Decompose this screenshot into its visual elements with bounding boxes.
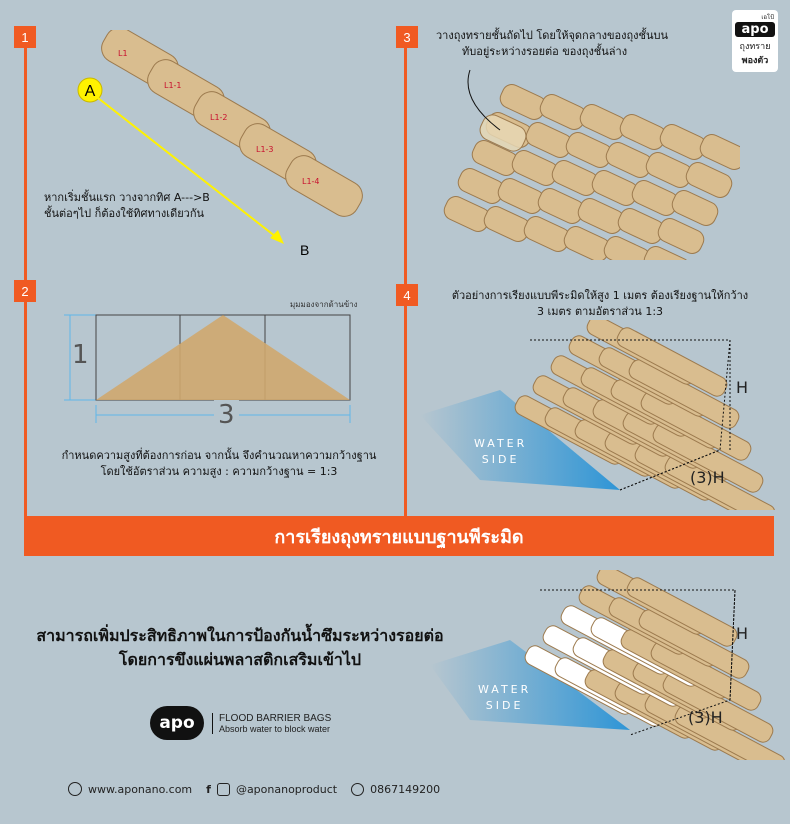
step-3-caption-line-2: ทับอยู่ระหว่างรอยต่อ ของถุงชั้นล่าง: [462, 45, 628, 58]
phone-number[interactable]: 0867149200: [370, 782, 441, 796]
step-2-caption-line-2: โดยใช้อัตราส่วน ความสูง : ความกว้างฐาน =…: [100, 465, 338, 478]
frame-line-middle: [404, 36, 407, 516]
point-b-label: B: [300, 242, 309, 258]
width-ratio-label: 3: [214, 400, 239, 430]
bag-label: L1-3: [256, 145, 274, 154]
grid-bag: [699, 134, 740, 170]
bottom-text: สามารถเพิ่มประสิทธิภาพในการป้องกันน้ำซึม…: [30, 624, 450, 672]
grid-bag: [685, 162, 733, 198]
water-label-line-1: WATER: [474, 437, 528, 450]
bag-label: L1-4: [302, 177, 320, 186]
bottom-water-label: WATER SIDE: [478, 682, 531, 714]
step-1-number: 1: [14, 26, 36, 48]
step-1-caption: หากเริ่มชั้นแรก วางจากทิศ A--->B ชั้นต่อ…: [44, 190, 244, 222]
step-1-caption-line-1: หากเริ่มชั้นแรก วางจากทิศ A--->B: [44, 191, 210, 204]
grid-bag: [603, 236, 651, 260]
bottom-water-area: [430, 640, 630, 730]
brand-badge-top: เอโป้: [761, 14, 774, 21]
section-banner: การเรียงถุงทรายแบบฐานพีระมิด: [24, 516, 774, 556]
height-ratio-label: 1: [72, 340, 89, 370]
brand-badge: เอโป้ apo ถุงทราย พองตัว: [732, 10, 778, 72]
bag-label: L1-1: [164, 81, 182, 90]
pyramid-bag: [626, 577, 738, 647]
pyramid-bag: [638, 609, 750, 679]
step-2-caption: กำหนดความสูงที่ต้องการก่อน จากนั้น จึงคำ…: [44, 448, 394, 480]
pyramid-bag: [664, 455, 776, 510]
apo-logo-tagline: Absorb water to block water: [219, 723, 331, 734]
apo-logo-mark: apo: [150, 706, 204, 740]
pyramid-bag: [650, 641, 762, 711]
direction-arrow-head: [270, 230, 284, 244]
pyramid-bag: [652, 423, 764, 493]
footer: www.aponano.com f @aponanoproduct 086714…: [68, 782, 440, 796]
step-4-water-label: WATER SIDE: [474, 436, 527, 468]
brand-badge-sub-1: ถุงทราย: [739, 42, 771, 52]
step-2-number: 2: [14, 280, 36, 302]
step-3-illustration: [443, 69, 740, 260]
point-a-marker: [77, 77, 103, 103]
step-3-caption-line-1: วางถุงทรายชั้นถัดไป โดยให้จุดกลางของถุงช…: [436, 29, 669, 42]
website-link[interactable]: www.aponano.com: [88, 782, 193, 796]
brand-badge-sub-2: พองตัว: [741, 56, 769, 66]
step-1-caption-line-2: ชั้นต่อๆไป ก็ต้องใช้ทิศทางเดียวกัน: [44, 207, 205, 220]
pyramid-triangle: [96, 315, 350, 400]
instagram-icon[interactable]: [216, 782, 230, 796]
step-4-caption-line-2: 3 เมตร ตามอัตราส่วน 1:3: [536, 305, 664, 318]
grid-bag: [671, 190, 719, 226]
bottom-water-label-line-1: WATER: [478, 683, 532, 696]
social-handle[interactable]: @aponanoproduct: [235, 782, 338, 796]
bag-label: L1-2: [210, 113, 228, 122]
point-a-label: A: [85, 83, 96, 100]
grid-bag: [657, 218, 705, 254]
bottom-text-line-1: สามารถเพิ่มประสิทธิภาพในการป้องกันน้ำซึม…: [36, 626, 444, 645]
bottom-illustration: [430, 570, 786, 760]
water-area: [420, 390, 620, 490]
brand-badge-logo: apo: [735, 22, 775, 37]
side-view-label: มุมมองจากด้านข้าง: [290, 300, 358, 309]
step-4-h-label: H: [736, 378, 749, 397]
pyramid-bag: [674, 705, 786, 760]
ratio-diagram: [64, 314, 351, 423]
bag-l1-4: [285, 155, 363, 217]
facebook-icon[interactable]: f: [206, 782, 211, 796]
bag-label: L1: [118, 49, 128, 58]
bottom-h-label: H: [736, 624, 749, 643]
step-4-base-label: (3)H: [690, 468, 725, 487]
step-3-caption: วางถุงทรายชั้นถัดไป โดยให้จุดกลางของถุงช…: [436, 28, 716, 60]
step-4-caption: ตัวอย่างการเรียงแบบพีระมิดให้สูง 1 เมตร …: [430, 288, 770, 320]
step-4-caption-line-1: ตัวอย่างการเรียงแบบพีระมิดให้สูง 1 เมตร …: [451, 289, 749, 302]
globe-icon: [68, 782, 82, 796]
apo-logo: apo FLOOD BARRIER BAGS Absorb water to b…: [150, 706, 331, 740]
step-4-number: 4: [396, 284, 418, 306]
pyramid-bag: [628, 359, 740, 429]
bottom-base-label: (3)H: [688, 708, 723, 727]
step-2-caption-line-1: กำหนดความสูงที่ต้องการก่อน จากนั้น จึงคำ…: [61, 449, 377, 462]
pyramid-bag: [662, 673, 774, 743]
highlight-bag: [479, 114, 527, 152]
grid-bag: [643, 246, 691, 260]
water-label-line-2: SIDE: [481, 453, 520, 466]
step-4-illustration: [420, 320, 776, 510]
step-3-number: 3: [396, 26, 418, 48]
pyramid-bag: [616, 327, 728, 397]
apo-logo-title: FLOOD BARRIER BAGS: [219, 712, 332, 724]
phone-icon: [351, 782, 365, 796]
bottom-text-line-2: โดยการขึงแผ่นพลาสติกเสริมเข้าไป: [118, 650, 362, 669]
direction-arrow: [97, 97, 281, 241]
bottom-water-label-line-2: SIDE: [485, 699, 524, 712]
pyramid-bag: [640, 391, 752, 461]
